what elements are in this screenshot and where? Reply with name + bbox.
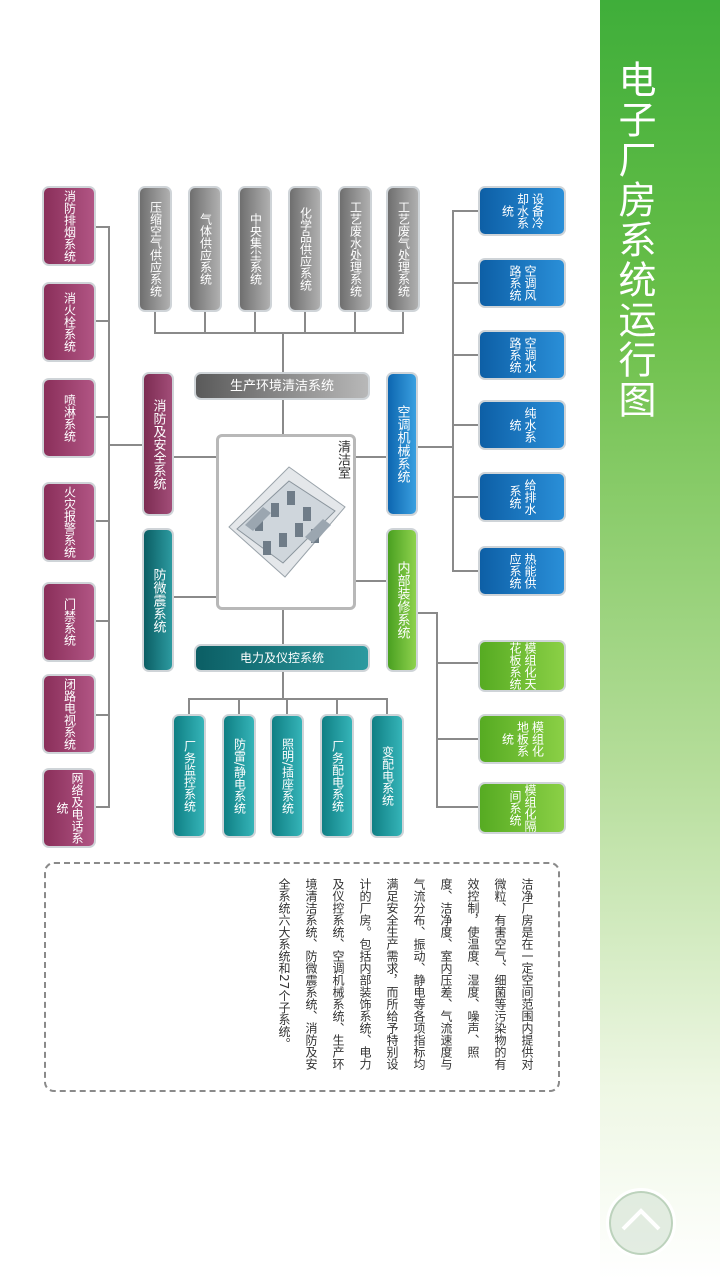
hvac-branch-6 [452,570,478,572]
hvac-item-2[interactable]: 空调风路系统 [478,258,566,308]
hvac-branch-1 [452,210,478,212]
fire-item-6[interactable]: 闭路电视系统 [42,674,96,754]
center-to-power [282,608,284,644]
fire-branch-1 [96,226,110,228]
power-item-4[interactable]: 防雷/静电系统 [222,714,256,838]
description-box [44,862,560,1092]
hvac-branch-3 [452,354,478,356]
category-environment[interactable]: 生产环境清洁系统 [194,372,370,400]
center-label: 清洁室 [335,440,350,479]
fire-branch-6 [96,714,110,716]
category-hvac[interactable]: 空调机械系统 [386,372,418,516]
env-item-5[interactable]: 气体供应系统 [188,186,222,312]
fire-item-2[interactable]: 消火栓系统 [42,282,96,362]
decoration-join [418,612,438,614]
decoration-item-1[interactable]: 模组化天花板系统 [478,640,566,692]
sidebar [600,0,720,1280]
env-to-category [282,332,284,372]
fire-branch-3 [96,416,110,418]
hvac-item-5[interactable]: 给排水系统 [478,472,566,522]
power-item-3[interactable]: 照明/插座系统 [270,714,304,838]
hvac-item-6[interactable]: 热能供应系统 [478,546,566,596]
hvac-branch-2 [452,282,478,284]
fire-branch-7 [96,806,110,808]
fire-item-3[interactable]: 喷淋系统 [42,378,96,458]
env-item-3[interactable]: 化学品供应系统 [288,186,322,312]
power-branch-2 [238,698,240,714]
hvac-join-line [418,446,454,448]
power-branch-4 [336,698,338,714]
env-item-6[interactable]: 压缩空气供应系统 [138,186,172,312]
category-fire[interactable]: 消防及安全系统 [142,372,174,516]
fire-trunk [108,226,110,806]
back-to-top-button[interactable] [606,1188,676,1258]
decoration-branch-2 [436,738,478,740]
fire-branch-4 [96,520,110,522]
power-trunk [188,698,388,700]
center-to-decoration [356,580,386,582]
power-item-5[interactable]: 厂务监控系统 [172,714,206,838]
power-item-2[interactable]: 厂务配电系统 [320,714,354,838]
fire-item-7[interactable]: 网络及电话系统 [42,768,96,848]
env-branch-4 [304,312,306,334]
fire-item-4[interactable]: 火灾报警系统 [42,482,96,562]
clean-room-center [216,434,356,610]
fire-item-1[interactable]: 消防排烟系统 [42,186,96,266]
decoration-branch-3 [436,806,478,808]
fire-to-center [174,456,216,458]
hvac-item-4[interactable]: 纯水系统 [478,400,566,450]
hvac-branch-5 [452,496,478,498]
category-decoration[interactable]: 内部装修系统 [386,528,418,672]
env-to-center [282,400,284,436]
env-item-2[interactable]: 工艺废水处理系统 [338,186,372,312]
page-title: 电子厂房系统运行图 [612,60,656,420]
hvac-right-trunk [452,210,454,570]
fire-item-5[interactable]: 门禁系统 [42,582,96,662]
fire-branch-5 [96,620,110,622]
power-branch-1 [188,698,190,714]
hvac-branch-4 [452,424,478,426]
seismic-to-center [174,596,216,598]
decoration-item-3[interactable]: 模组化隔间系统 [478,782,566,834]
env-branch-1 [154,312,156,334]
category-power[interactable]: 电力及仪控系统 [194,644,370,672]
env-branch-6 [402,312,404,334]
fire-branch-2 [96,320,110,322]
env-branch-3 [254,312,256,334]
chevron-up-icon [621,1208,661,1231]
env-item-4[interactable]: 中央集尘系统 [238,186,272,312]
power-to-trunk [282,670,284,700]
power-item-1[interactable]: 变配电系统 [370,714,404,838]
fire-join [108,444,142,446]
env-trunk [154,332,404,334]
center-to-hvac [356,456,386,458]
hvac-item-3[interactable]: 空调水路系统 [478,330,566,380]
cleanroom-illustration [228,466,346,578]
env-branch-2 [204,312,206,334]
decoration-branch-1 [436,662,478,664]
description-text: 洁净厂房是在一定空间范围内提供对微粒、有害空气、细菌等污染物的有效控制，使温度、… [277,878,534,1070]
hvac-item-1[interactable]: 设备冷却水系统 [478,186,566,236]
decoration-trunk [436,612,438,808]
env-item-1[interactable]: 工艺废气处理系统 [386,186,420,312]
env-branch-5 [354,312,356,334]
power-branch-3 [286,698,288,714]
category-seismic[interactable]: 防微震系统 [142,528,174,672]
power-branch-5 [386,698,388,714]
decoration-item-2[interactable]: 模组化地板系统 [478,714,566,764]
